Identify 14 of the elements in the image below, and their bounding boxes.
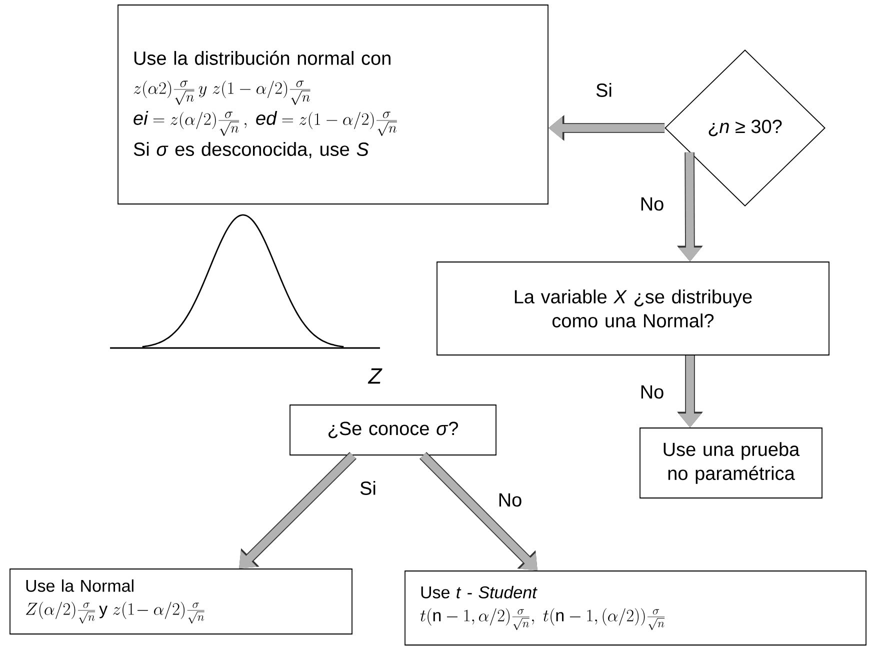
process-box: La variable X ¿se distribuye como una Normal? (436, 262, 830, 356)
axis-label: Z (368, 368, 382, 384)
process-box: Use t - Student $t(\mathrm{n} -1,\alpha/2)\frac{\sigma}{\sqrt{n}},\; t(\mathrm{n} - 1, (\alpha/2))\frac{\sigma}{\sqrt{n}}$ (404, 570, 866, 646)
block-arrow (239, 452, 356, 568)
edge-label: Si (358, 480, 378, 496)
edge-label: Si (594, 82, 614, 98)
edge-label: No (638, 384, 666, 400)
edge-label: No (638, 196, 666, 212)
process-box: Use la Normal $Z(\alpha/2)\frac{\sigma}{\sqrt{n}}\,\mathrm{y}\; z(1\!- \alpha/2)\frac{\sigma}{\sqrt{n}}$ (10, 568, 352, 634)
process-box: Use la distribución normal con $z(\alpha 2)\frac{\sigma}{\sqrt{n}}\,y\; z(1 - \alpha/2)\frac{\sigma}{\sqrt{n}}$ $\mathit{ei} = z(\alpha/2)\frac{\sigma}{\sqrt{n}}\,,\; \mathit{ed} = z(1 - \alpha/2)\frac{\sigma}{\sqrt{n}}$ Si σ es desconocida, use S (118, 4, 548, 204)
block-arrow (420, 452, 538, 570)
edge-label: No (496, 492, 524, 508)
process-box: Use una prueba no paramétrica (640, 428, 822, 498)
process-box: ¿Se conoce σ? (290, 404, 496, 456)
